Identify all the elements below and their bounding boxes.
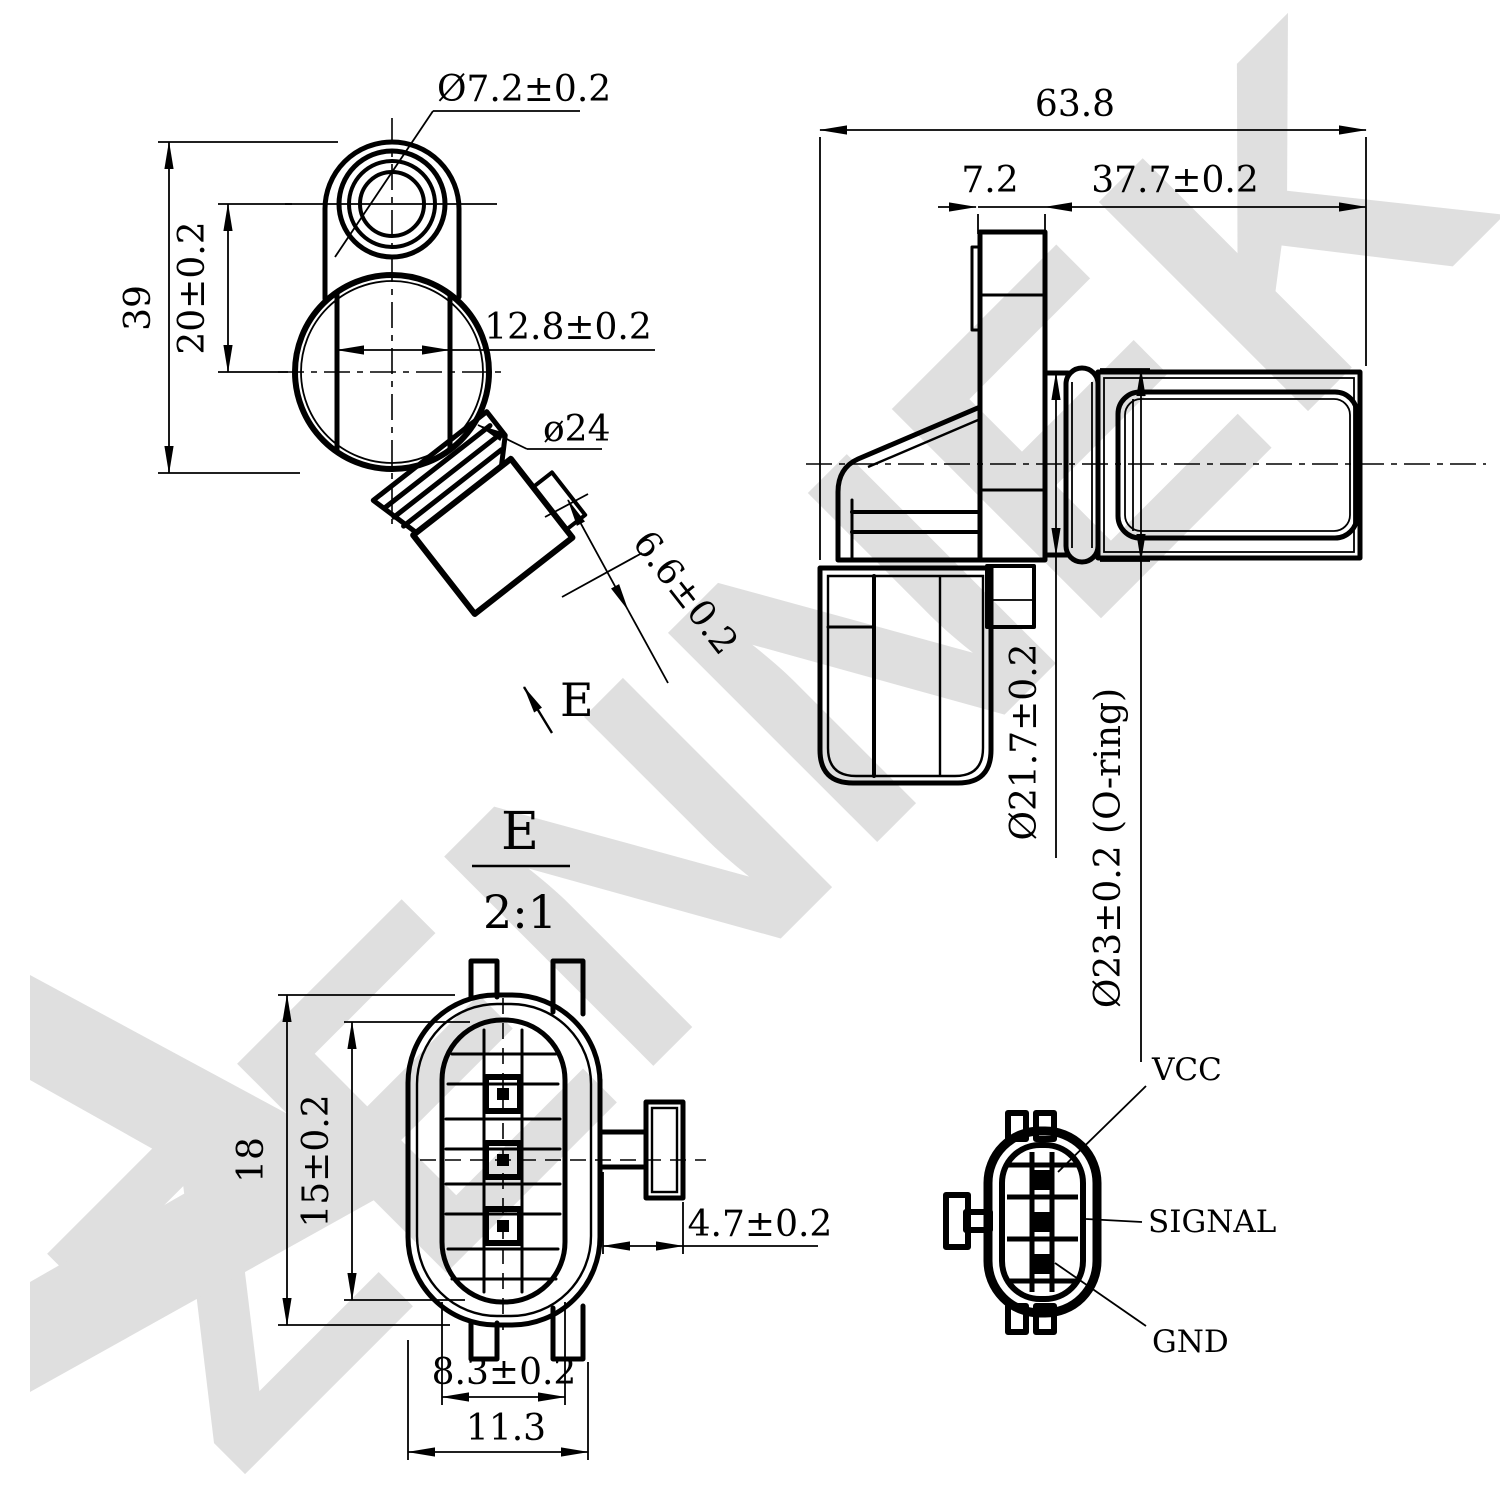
- label-gnd: GND: [1152, 1324, 1229, 1360]
- dim-detail-latch-depth: 4.7±0.2: [602, 1172, 833, 1254]
- view-arrow-label: E: [560, 673, 594, 727]
- pinout-diagram: VCC SIGNAL GND: [943, 1052, 1276, 1360]
- dim-text-o24: ø24: [543, 409, 610, 450]
- dim-flange-and-probe: 7.2 37.7±0.2: [938, 160, 1367, 234]
- dim-overall-length: 63.8: [819, 84, 1367, 560]
- dim-text-15: 15±0.2: [296, 1094, 337, 1227]
- dim-text-39: 39: [118, 285, 159, 331]
- dim-text-8-3: 8.3±0.2: [432, 1352, 577, 1393]
- pinout-pin-vcc: [1032, 1170, 1052, 1190]
- dim-text-37-7: 37.7±0.2: [1091, 160, 1259, 201]
- dim-text-23: Ø23±0.2 (O-ring): [1088, 688, 1129, 1008]
- pinout-labels: VCC SIGNAL GND: [1054, 1052, 1276, 1360]
- pinout-connector: [943, 1110, 1102, 1335]
- dim-hole-diameter: Ø7.2±0.2: [334, 69, 611, 258]
- dim-body-dia: Ø21.7±0.2: [1004, 372, 1061, 858]
- dim-hole-to-center: 20±0.2: [172, 203, 292, 373]
- dim-text-hole-dia: Ø7.2±0.2: [437, 69, 611, 110]
- pinout-tab-bottom-left: [1005, 1303, 1029, 1335]
- detail-scale: 2:1: [483, 885, 557, 939]
- dim-text-12-8: 12.8±0.2: [484, 307, 652, 348]
- label-vcc: VCC: [1151, 1052, 1222, 1088]
- dim-overall-height: 39: [118, 141, 338, 474]
- pinout-pin-signal: [1032, 1212, 1052, 1232]
- tab-bottom-right: [550, 1303, 586, 1362]
- detail-label: E: [501, 802, 539, 862]
- dim-text-63-8: 63.8: [1035, 84, 1115, 125]
- dim-detail-cavity-width: 8.3±0.2: [432, 1302, 577, 1405]
- watermark-chevron-icon: [30, 975, 410, 1392]
- detail-view-title: E 2:1: [472, 802, 570, 939]
- mounting-flange: [970, 229, 1048, 563]
- side-view: 63.8 7.2 37.7±0.2: [806, 84, 1486, 1062]
- tab-top-right: [550, 958, 586, 1017]
- dim-body-width: 12.8±0.2: [336, 307, 655, 355]
- dim-detail-pin-span: 15±0.2: [296, 1021, 470, 1301]
- tab-top-left: [468, 958, 500, 1000]
- dim-detail-height: 18: [231, 994, 455, 1326]
- view-direction-arrow: E: [522, 673, 594, 734]
- tab-bottom-left: [468, 1320, 500, 1362]
- dim-text-21-7: Ø21.7±0.2: [1004, 643, 1045, 840]
- boot-latch: [985, 564, 1036, 629]
- dim-text-4-7: 4.7±0.2: [688, 1204, 833, 1245]
- sensor-core: [1115, 389, 1360, 541]
- dim-detail-connector-width: 11.3: [407, 1340, 589, 1460]
- dim-body-diameter: ø24: [477, 409, 610, 450]
- label-signal: SIGNAL: [1148, 1204, 1276, 1240]
- side-connector-housing: [835, 404, 983, 563]
- pinout-latch-stem: [963, 1209, 993, 1233]
- pinout-pin-gnd: [1032, 1254, 1052, 1274]
- dim-text-7-2: 7.2: [961, 160, 1018, 201]
- dim-oring-dia: Ø23±0.2 (O-ring): [1088, 368, 1150, 1062]
- dim-text-20: 20±0.2: [172, 221, 213, 354]
- detail-latch: [597, 1099, 686, 1201]
- pinout-tab-bottom-right: [1033, 1303, 1057, 1335]
- side-connector-boot: [817, 564, 1036, 786]
- pinout-tab-top-right: [1033, 1110, 1057, 1142]
- dim-text-18: 18: [231, 1137, 272, 1183]
- detail-view-e: E 2:1: [231, 802, 832, 1460]
- pinout-tab-top-left: [1005, 1110, 1029, 1142]
- probe-body: [1095, 369, 1363, 561]
- dim-text-11-3: 11.3: [466, 1408, 546, 1449]
